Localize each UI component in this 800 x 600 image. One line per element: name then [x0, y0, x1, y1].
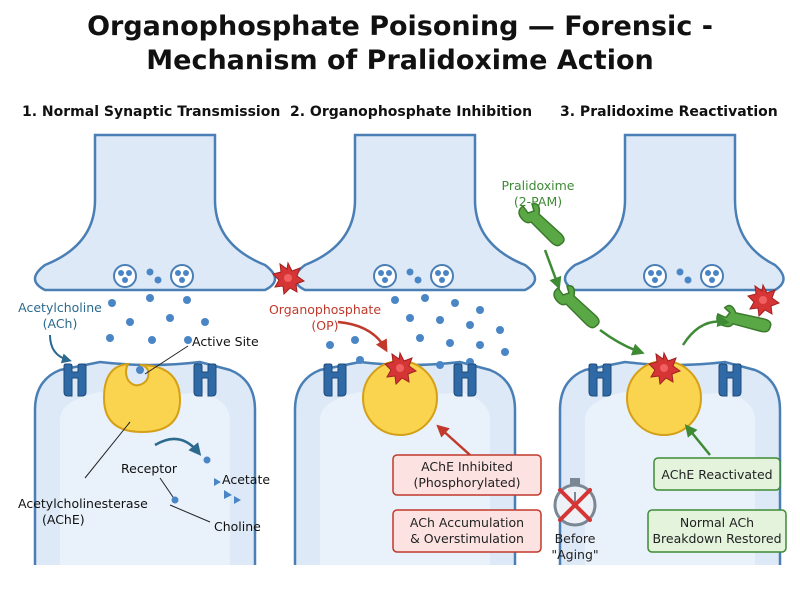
leader-ache — [84, 421, 131, 479]
box-ache-inhibited — [392, 454, 542, 496]
page-title: Organophosphate Poisoning — Forensic - M… — [0, 10, 800, 78]
ach-molecule — [414, 276, 422, 284]
removal-arrow — [681, 314, 730, 346]
op-molecule-free — [272, 262, 305, 295]
accumulated-ach — [326, 294, 509, 369]
ach-molecule — [154, 276, 162, 284]
box-ach-accumulation — [392, 509, 542, 553]
pam-arrow-2 — [599, 328, 645, 356]
vesicle — [373, 264, 397, 288]
label-acetylcholinesterase: Acetylcholinesterase — [18, 496, 148, 511]
panel-3-title: 3. Pralidoxime Reactivation — [560, 104, 778, 120]
label-aging: "Aging" — [551, 547, 598, 562]
acetate-fragment — [234, 496, 241, 504]
box-normal-breakdown — [647, 509, 787, 553]
panel-2-synapse: Organophosphate (OP) AChE Inhibited (Pho… — [269, 133, 542, 565]
vesicle — [113, 264, 137, 288]
label-choline: Choline — [214, 519, 261, 534]
choline-molecule — [171, 496, 179, 504]
label-op: (OP) — [311, 318, 338, 333]
box-ach-accumulation-line1: ACh Accumulation — [410, 515, 524, 530]
label-acetate: Acetate — [222, 472, 270, 487]
presynaptic-terminal-3 — [563, 133, 785, 292]
vesicle — [643, 264, 667, 288]
label-pralidoxime: Pralidoxime — [502, 178, 575, 193]
vesicle — [430, 264, 454, 288]
presynaptic-terminal-1 — [33, 133, 277, 292]
pralidoxime-wrench-free — [518, 202, 565, 247]
panel-3-synapse: Pralidoxime (2-PAM) Before "Aging" AChE … — [502, 133, 787, 565]
label-acetylcholine: Acetylcholine — [18, 300, 102, 315]
box-ache-reactivated-text: AChE Reactivated — [661, 467, 772, 482]
box-ache-reactivated — [653, 457, 781, 491]
panel-2-title: 2. Organophosphate Inhibition — [290, 104, 533, 120]
pralidoxime-wrench-approaching — [553, 284, 600, 329]
panel-1-synapse: Acetylcholine (ACh) Active Site Receptor… — [18, 133, 277, 565]
leader-receptor — [159, 477, 176, 501]
ache-enzyme — [102, 362, 182, 434]
box-normal-breakdown-line2: Breakdown Restored — [652, 531, 781, 546]
ach-molecule — [146, 268, 154, 276]
label-2pam: (2-PAM) — [514, 194, 562, 209]
vesicle — [170, 264, 194, 288]
reactivation-arrow — [684, 424, 711, 456]
box-normal-breakdown-line1: Normal ACh — [680, 515, 754, 530]
ach-arrow — [49, 334, 72, 364]
inhibition-arrow — [436, 424, 471, 456]
pam-arrow-1 — [543, 249, 562, 290]
title-line-2: Mechanism of Pralidoxime Action — [146, 45, 654, 76]
vesicle — [700, 264, 724, 288]
leader-choline — [169, 504, 211, 523]
label-receptor: Receptor — [121, 461, 178, 476]
ach-molecule — [684, 276, 692, 284]
label-ach: (ACh) — [43, 316, 78, 331]
acetate-fragment — [214, 478, 221, 486]
box-ach-accumulation-line2: & Overstimulation — [410, 531, 524, 546]
leader-active-site — [144, 345, 189, 375]
product-molecule — [203, 456, 211, 464]
label-active-site: Active Site — [192, 334, 259, 349]
label-organophosphate: Organophosphate — [269, 302, 381, 317]
box-ache-inhibited-line2: (Phosphorylated) — [413, 475, 520, 490]
presynaptic-terminal-2 — [293, 133, 537, 292]
released-ach — [106, 294, 209, 374]
label-ache: (AChE) — [42, 512, 85, 527]
ach-molecule — [676, 268, 684, 276]
aging-stopwatch-icon — [553, 478, 597, 527]
op-binding-arrow — [337, 320, 388, 353]
box-ache-inhibited-line1: AChE Inhibited — [421, 459, 513, 474]
acetate-fragment — [224, 490, 232, 499]
label-before: Before — [555, 531, 596, 546]
panel-1-title: 1. Normal Synaptic Transmission — [22, 104, 281, 120]
title-line-1: Organophosphate Poisoning — Forensic - — [87, 11, 713, 42]
ach-molecule — [406, 268, 414, 276]
hydrolysis-arrow — [154, 437, 202, 456]
